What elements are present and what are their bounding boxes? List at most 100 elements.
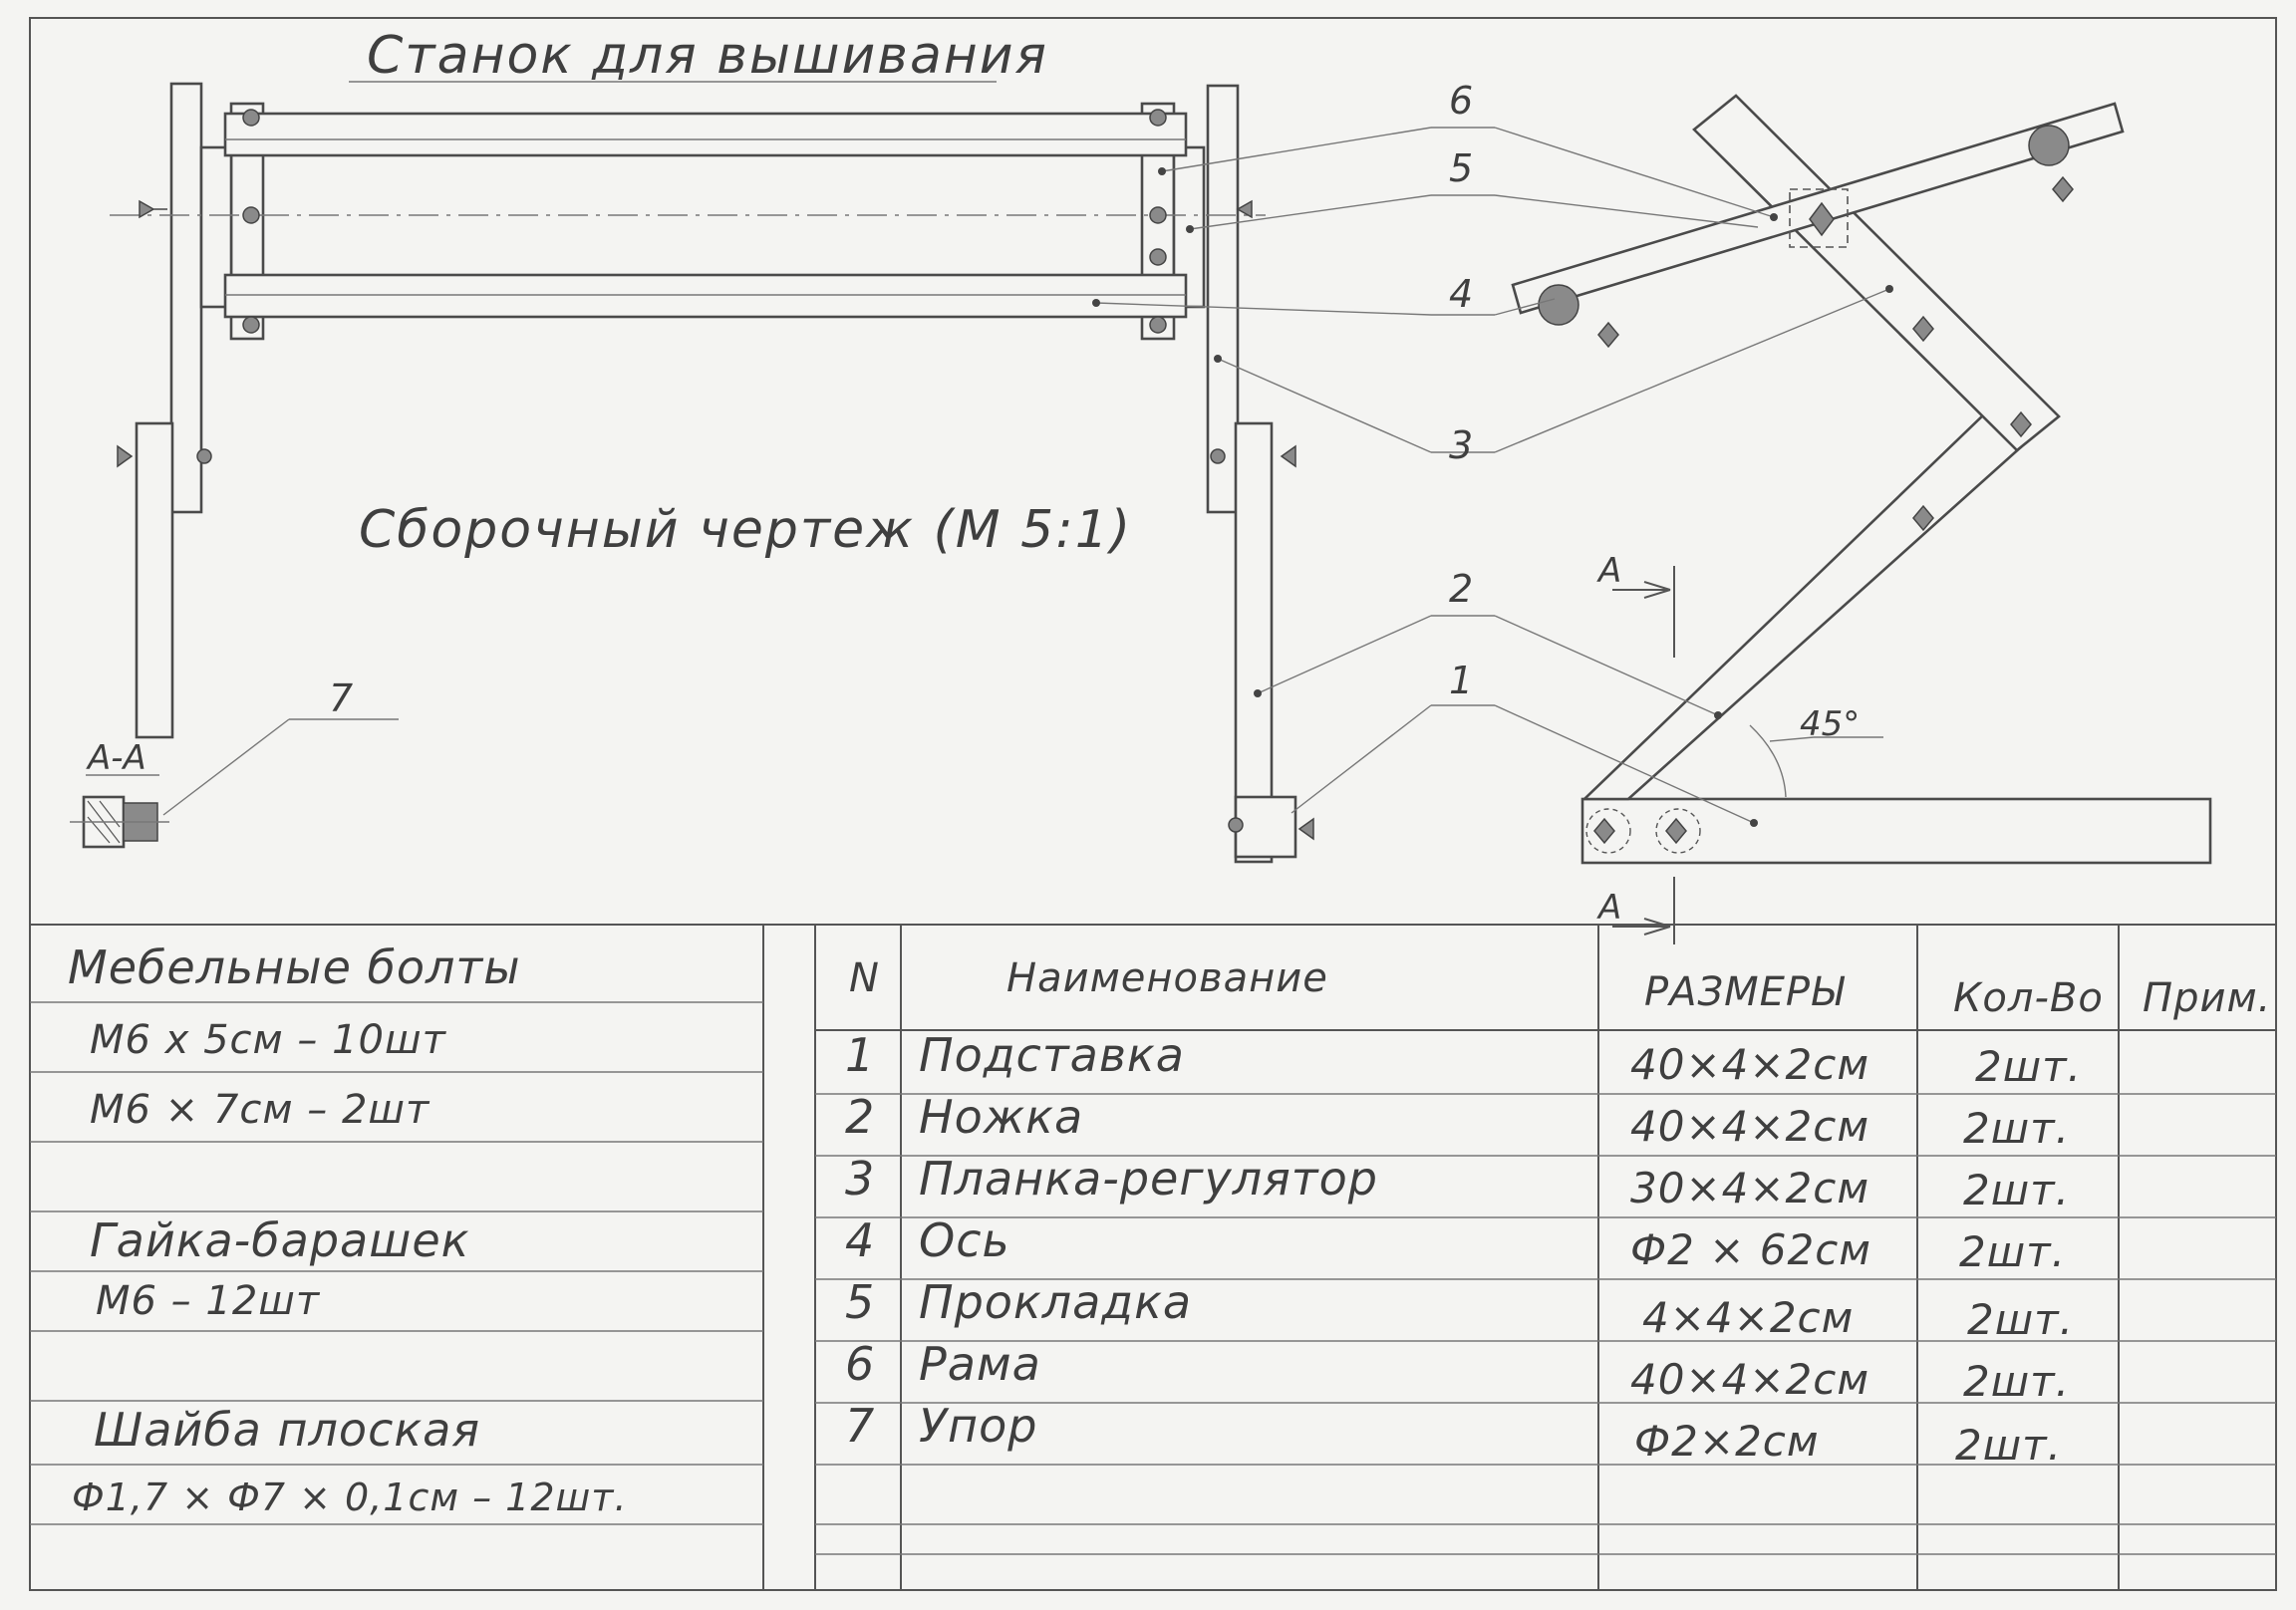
regulator-bar xyxy=(1692,94,2061,452)
header-qty: Кол-Во xyxy=(1953,975,2104,1021)
row-name: Подставка xyxy=(919,1028,1185,1082)
row-size: 4×4×2см xyxy=(1642,1293,1855,1342)
spacer-dashed xyxy=(1789,188,1849,248)
wing-nut-icon xyxy=(1280,444,1296,468)
bolt-icon xyxy=(242,316,260,334)
row-qty: 2шт. xyxy=(1963,1166,2070,1214)
bolt-icon xyxy=(196,448,212,464)
header-num: N xyxy=(849,955,880,1001)
section-a-a xyxy=(70,774,169,849)
bolt-dashed-circle xyxy=(1585,808,1631,854)
top-roller xyxy=(223,112,1188,157)
bolt-icon xyxy=(1228,817,1244,833)
section-mark-bottom: А xyxy=(1598,888,1622,928)
wing-nut-icon xyxy=(1297,817,1314,841)
row-size: 40×4×2см xyxy=(1630,1040,1870,1089)
row-num: 2 xyxy=(845,1090,876,1144)
row-qty: 2шт. xyxy=(1967,1295,2074,1344)
left-frame-bar xyxy=(169,82,203,514)
wing-nut-icon xyxy=(117,444,134,468)
wing-nut-icon xyxy=(1236,199,1253,219)
row-num: 4 xyxy=(845,1213,876,1267)
wing-nut-icon xyxy=(2010,410,2032,438)
row-size: Ф2×2см xyxy=(1634,1417,1820,1466)
bolt-spec-1: М6 х 5см – 10шт xyxy=(90,1017,446,1063)
sheet-border xyxy=(29,17,2277,1591)
axis-circle-icon xyxy=(2028,125,2070,166)
row-qty: 2шт. xyxy=(1959,1227,2066,1276)
row-name: Рама xyxy=(919,1337,1041,1391)
right-foot-block xyxy=(1234,795,1297,859)
drawing-title: Станок для вышивания xyxy=(367,26,1048,86)
row-num: 5 xyxy=(845,1275,876,1329)
row-size: 40×4×2см xyxy=(1630,1355,1870,1404)
header-size: размеры xyxy=(1644,969,1845,1015)
bolt-icon xyxy=(1149,248,1167,266)
front-view xyxy=(110,82,1314,864)
row-name: Ось xyxy=(919,1213,1010,1267)
leader-number-6: 6 xyxy=(1449,79,1474,123)
wing-nut-icon xyxy=(1665,817,1687,845)
bolt-icon xyxy=(242,109,260,127)
row-name: Ножка xyxy=(919,1090,1084,1144)
wing-nut-icon xyxy=(1597,321,1619,349)
left-leg xyxy=(135,421,174,739)
section-mark-top: А xyxy=(1598,551,1622,591)
wing-nut-icon xyxy=(1809,201,1835,237)
row-name: Планка-регулятор xyxy=(919,1152,1378,1206)
section-arrow-bottom-icon xyxy=(1612,918,1671,936)
section-label: А-А xyxy=(88,738,146,778)
row-size: 30×4×2см xyxy=(1630,1164,1870,1212)
row-qty: 2шт. xyxy=(1955,1421,2062,1470)
side-view xyxy=(1511,94,2212,944)
row-size: Ф2 × 62см xyxy=(1630,1225,1871,1274)
row-name: Упор xyxy=(919,1399,1038,1453)
row-num: 1 xyxy=(845,1028,876,1082)
bolt-icon xyxy=(1149,109,1167,127)
washer-spec: Ф1,7 × Ф7 × 0,1см – 12шт. xyxy=(72,1476,628,1519)
bolt-icon xyxy=(1210,448,1226,464)
washer-title: Шайба плоская xyxy=(94,1403,481,1457)
row-size: 40×4×2см xyxy=(1630,1102,1870,1151)
row-name: Прокладка xyxy=(919,1275,1193,1329)
leader-number-4: 4 xyxy=(1449,272,1474,316)
bolts-title: Мебельные болты xyxy=(68,940,521,994)
row-num: 7 xyxy=(845,1399,876,1453)
angle-label: 45° xyxy=(1800,704,1861,744)
nut-spec: М6 – 12шт xyxy=(96,1278,321,1324)
row-qty: 2шт. xyxy=(1975,1042,2082,1091)
row-num: 3 xyxy=(845,1152,876,1206)
leader-number-5: 5 xyxy=(1449,146,1474,190)
nut-title: Гайка-барашек xyxy=(90,1213,470,1267)
leader-number-2: 2 xyxy=(1449,567,1474,611)
wing-nut-icon xyxy=(1593,817,1615,845)
angle-leader xyxy=(1769,736,1815,742)
header-name: Наименование xyxy=(1006,955,1328,1001)
section-arrow-top-icon xyxy=(1612,581,1671,599)
row-qty: 2шт. xyxy=(1963,1357,2070,1406)
leader-number-3: 3 xyxy=(1449,423,1474,467)
bolt-icon xyxy=(242,206,260,224)
drawing-subtitle: Сборочный чертеж (М 5:1) xyxy=(359,500,1133,560)
wing-nut-icon xyxy=(139,199,167,219)
axis-circle-icon xyxy=(1538,284,1579,326)
bolt-spec-2: М6 × 7см – 2шт xyxy=(90,1087,430,1133)
base-stand xyxy=(1580,797,2212,865)
right-frame-bar xyxy=(1206,84,1240,514)
bottom-roller xyxy=(223,273,1188,319)
bolt-icon xyxy=(1149,206,1167,224)
leader-number-7: 7 xyxy=(329,676,354,720)
wing-nut-icon xyxy=(1912,315,1934,343)
header-note: Прим. xyxy=(2143,975,2272,1021)
leader-number-1: 1 xyxy=(1449,659,1474,702)
bolt-icon xyxy=(1149,316,1167,334)
row-qty: 2шт. xyxy=(1963,1104,2070,1153)
bolt-dashed-circle xyxy=(1655,808,1701,854)
right-leg xyxy=(1234,421,1274,864)
wing-nut-icon xyxy=(2052,175,2074,203)
leader-lines xyxy=(162,127,1893,827)
angle-arc xyxy=(1749,724,1787,798)
wing-nut-icon xyxy=(1912,504,1934,532)
